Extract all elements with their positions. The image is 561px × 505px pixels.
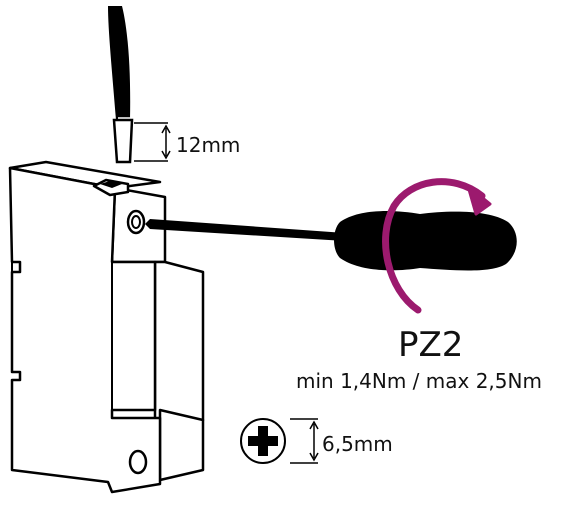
screw-head-dimension bbox=[290, 418, 319, 464]
strip-length-label: 12mm bbox=[176, 133, 240, 157]
screw-head-size-label: 6,5mm bbox=[322, 432, 393, 456]
pozidriv-screw-head-icon bbox=[240, 418, 286, 464]
screwdriver-handle bbox=[334, 211, 517, 271]
bit-type-label: PZ2 bbox=[398, 325, 463, 365]
wire-bare-conductor bbox=[112, 118, 134, 164]
wire-insulation bbox=[108, 6, 131, 120]
screwdriver bbox=[145, 211, 517, 271]
torque-label: min 1,4Nm / max 2,5Nm bbox=[296, 369, 542, 393]
clockwise-rotation-arrow-icon bbox=[382, 178, 492, 314]
screwdriver-shaft bbox=[145, 219, 345, 241]
strip-length-dimension bbox=[134, 122, 171, 162]
stripped-wire bbox=[108, 6, 134, 164]
circuit-breaker bbox=[8, 160, 205, 494]
